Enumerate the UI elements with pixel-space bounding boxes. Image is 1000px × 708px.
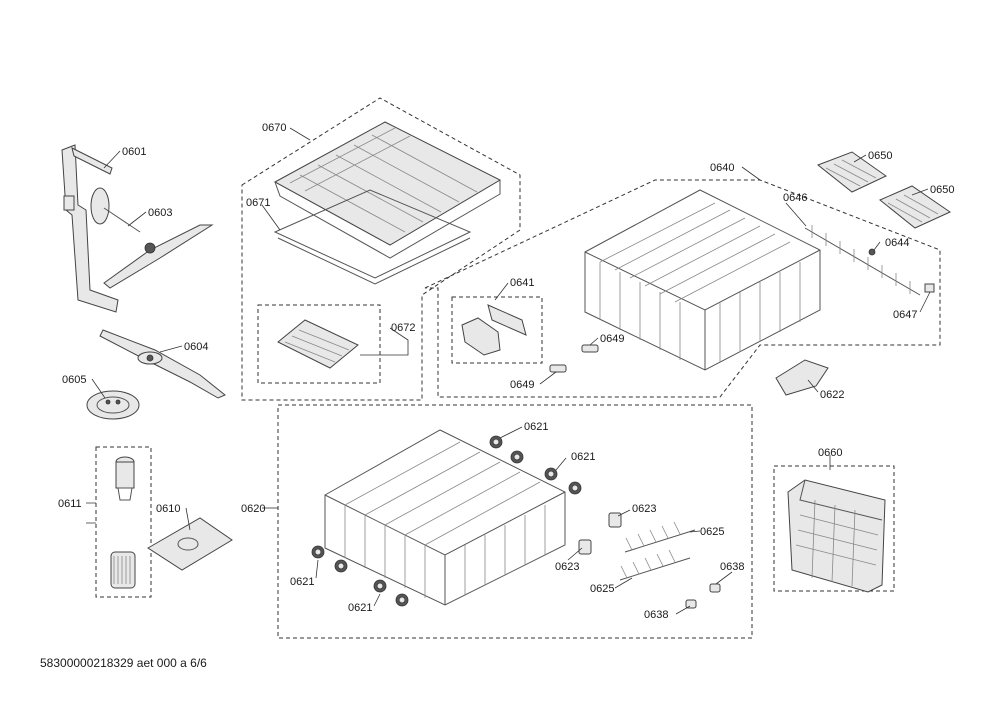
label-0670: 0670 [262, 122, 286, 134]
label-0638-a: 0638 [720, 561, 744, 573]
part-0646-tine-row [804, 225, 935, 296]
part-0670-cutlery-tray [273, 121, 502, 259]
group-outlines [95, 97, 941, 639]
label-0610: 0610 [156, 503, 180, 515]
part-0622-handle [775, 359, 829, 396]
group-outline-upper-rack [424, 179, 941, 398]
part-0604-lower-spray-arm [99, 329, 226, 399]
label-0660: 0660 [818, 447, 842, 459]
label-0604: 0604 [184, 341, 208, 353]
part-0605-filter-plate [86, 390, 140, 420]
label-0621-a: 0621 [524, 421, 548, 433]
part-0621-wheels [311, 435, 582, 607]
part-0610-filter-plate [147, 517, 233, 571]
group-outline-0660 [773, 465, 895, 592]
part-0649-stops [549, 344, 599, 373]
part-0623-tine-holders [578, 512, 622, 555]
group-outline-upper-tray [241, 97, 521, 401]
part-0620-lower-rack [324, 429, 566, 606]
label-0671: 0671 [246, 197, 270, 209]
part-0660-cutlery-basket [787, 479, 886, 593]
group-outline-lower-rack [277, 404, 753, 639]
label-0625-b: 0625 [590, 583, 614, 595]
label-0603: 0603 [148, 207, 172, 219]
label-0611: 0611 [58, 498, 82, 510]
label-0640: 0640 [710, 162, 734, 174]
label-0623-a: 0623 [632, 503, 656, 515]
label-0621-b: 0621 [571, 451, 595, 463]
label-0644: 0644 [885, 237, 909, 249]
label-0625-a: 0625 [700, 526, 724, 538]
label-0646: 0646 [783, 192, 807, 204]
label-0650-upper: 0650 [868, 150, 892, 162]
label-0622: 0622 [820, 389, 844, 401]
part-0601-spray-arm-feed [61, 144, 119, 313]
label-0672: 0672 [391, 322, 415, 334]
part-0603-upper-spray-arm [90, 187, 214, 289]
part-0641-rack-adjuster [461, 304, 527, 356]
part-0638-clips [685, 583, 721, 609]
label-0650-lower: 0650 [930, 184, 954, 196]
label-0621-c: 0621 [290, 576, 314, 588]
part-0671-tray-frame [273, 189, 472, 285]
group-outline-0672 [257, 304, 381, 384]
label-0638-b: 0638 [644, 609, 668, 621]
label-0649-lower: 0649 [510, 379, 534, 391]
part-0672-clip [277, 319, 359, 369]
label-0647: 0647 [893, 309, 917, 321]
part-0650-clips [817, 151, 952, 229]
footer-code: 58300000218329 aet 000 a 6/6 [40, 656, 207, 670]
label-0620: 0620 [241, 503, 265, 515]
label-0649-upper: 0649 [600, 333, 624, 345]
label-0641: 0641 [510, 277, 534, 289]
label-0623-b: 0623 [555, 561, 579, 573]
label-0601: 0601 [122, 146, 146, 158]
group-outline-0611 [95, 446, 152, 598]
part-0640-upper-rack [584, 189, 821, 371]
part-0625-tine-rows [619, 521, 696, 581]
part-0611-filter-cylinder [110, 456, 136, 589]
label-0621-d: 0621 [348, 602, 372, 614]
part-labels: 0601 0603 0604 0605 0611 0610 0670 0671 … [58, 122, 954, 621]
leader-lines [86, 127, 931, 615]
label-0605: 0605 [62, 374, 86, 386]
